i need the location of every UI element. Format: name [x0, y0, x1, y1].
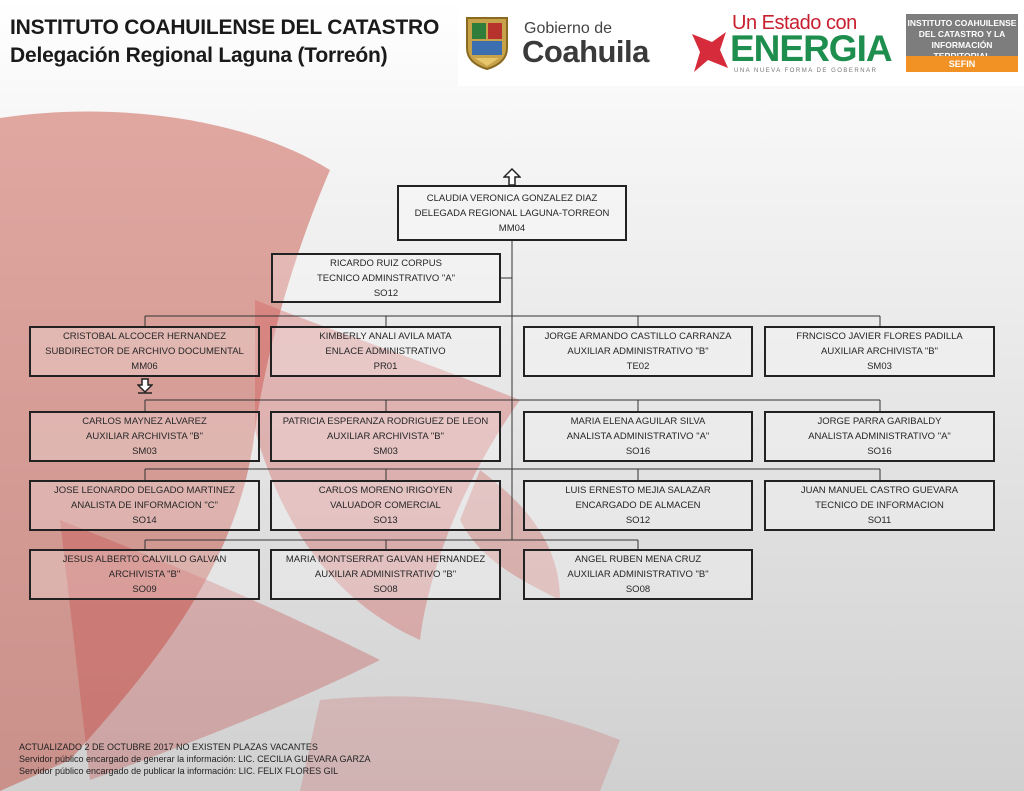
org-box-tecnico-informacion: JUAN MANUEL CASTRO GUEVARA TECNICO DE IN…: [764, 480, 995, 531]
energia-star-icon: [692, 32, 728, 72]
footer-generator-note: Servidor público encargado de generar la…: [19, 754, 371, 764]
org-box-auxiliar-administrativo-galvan: MARIA MONTSERRAT GALVAN HERNANDEZ AUXILI…: [270, 549, 501, 600]
org-box-almacen: LUIS ERNESTO MEJIA SALAZAR ENCARGADO DE …: [523, 480, 753, 531]
org-box-analista-aguilar: MARIA ELENA AGUILAR SILVA ANALISTA ADMIN…: [523, 411, 753, 462]
footer-update-note: ACTUALIZADO 2 DE OCTUBRE 2017 NO EXISTEN…: [19, 742, 318, 752]
footer-publisher-note: Servidor público encargado de publicar l…: [19, 766, 339, 776]
estado-logo-tagline: UNA NUEVA FORMA DE GOBERNAR: [734, 68, 878, 74]
page-subtitle: Delegación Regional Laguna (Torreón): [10, 44, 388, 67]
org-box-archivista-calvillo: JESUS ALBERTO CALVILLO GALVAN ARCHIVISTA…: [29, 549, 260, 600]
org-box-valuador: CARLOS MORENO IRIGOYEN VALUADOR COMERCIA…: [270, 480, 501, 531]
org-box-tecnico-administrativo: RICARDO RUIZ CORPUS TECNICO ADMINSTRATIV…: [271, 253, 501, 303]
institute-logo: INSTITUTO COAHUILENSE DEL CATASTRO Y LA …: [906, 14, 1018, 72]
org-box-auxiliar-administrativo-mena: ANGEL RUBEN MENA CRUZ AUXILIAR ADMINISTR…: [523, 549, 753, 600]
org-box-auxiliar-archivista-rodriguez: PATRICIA ESPERANZA RODRIGUEZ DE LEON AUX…: [270, 411, 501, 462]
estado-logo-small: Un Estado con: [732, 12, 857, 34]
org-box-enlace: KIMBERLY ANALI AVILA MATA ENLACE ADMINIS…: [270, 326, 501, 377]
coahuila-shield-icon: [466, 17, 508, 70]
institute-logo-badge: SEFIN: [906, 56, 1018, 72]
org-box-delegada: CLAUDIA VERONICA GONZALEZ DIAZ DELEGADA …: [397, 185, 627, 241]
gobierno-logo-small: Gobierno de: [524, 20, 613, 37]
org-box-subdirector: CRISTOBAL ALCOCER HERNANDEZ SUBDIRECTOR …: [29, 326, 260, 377]
estado-logo-big: ENERGIA: [730, 28, 893, 69]
org-box-auxiliar-administrativo-te02: JORGE ARMANDO CASTILLO CARRANZA AUXILIAR…: [523, 326, 753, 377]
org-box-analista-parra: JORGE PARRA GARIBALDY ANALISTA ADMINISTR…: [764, 411, 995, 462]
arrow-down-icon: [137, 378, 153, 394]
gobierno-logo-big: Coahuila: [522, 34, 649, 69]
org-box-auxiliar-archivista-padilla: FRNCISCO JAVIER FLORES PADILLA AUXILIAR …: [764, 326, 995, 377]
page-title: INSTITUTO COAHUILENSE DEL CATASTRO: [10, 16, 440, 39]
org-box-auxiliar-archivista-maynez: CARLOS MAYNEZ ALVAREZ AUXILIAR ARCHIVIST…: [29, 411, 260, 462]
arrow-up-icon: [503, 168, 521, 186]
org-box-analista-informacion: JOSE LEONARDO DELGADO MARTINEZ ANALISTA …: [29, 480, 260, 531]
footer-notes: ACTUALIZADO 2 DE OCTUBRE 2017 NO EXISTEN…: [19, 741, 371, 777]
